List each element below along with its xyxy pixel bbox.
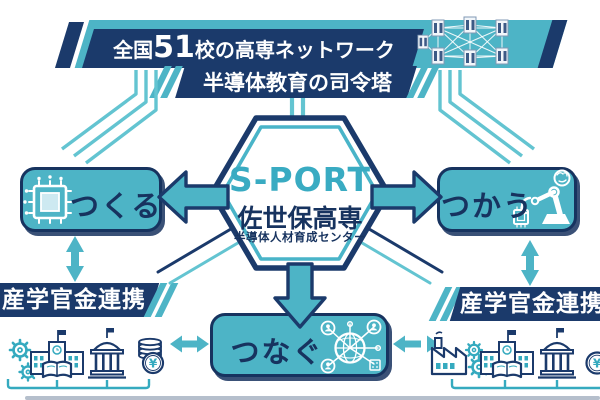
yen-coins-icon: ¥: [138, 337, 165, 375]
icon-bracket-lines: [6, 379, 600, 390]
bottom-crop-artifact: [25, 396, 600, 400]
sub-banner-title: 半導体教育の司令塔: [203, 71, 392, 95]
globe-network-icon: [320, 319, 382, 374]
school-name: 佐世保高専: [237, 204, 363, 233]
yen-symbol-right: ¥: [593, 357, 600, 371]
partnership-right-label: 産学官金連携: [460, 291, 600, 317]
two-way-arrow-connect-right: [393, 335, 439, 353]
school-icon: [30, 330, 84, 379]
top-banner-text-number: 51: [153, 30, 195, 65]
sport-title: S-PORT: [228, 160, 372, 199]
decorative-stripes: [156, 224, 444, 285]
partnership-left-label: 産学官金連携: [2, 287, 146, 313]
arrow-to-make: [157, 170, 230, 224]
top-banner-text-suffix: 校の高専ネットワーク: [194, 38, 395, 62]
main-arrows: [157, 170, 443, 329]
gears-icon: [8, 338, 38, 382]
school-icon-right: [480, 330, 534, 379]
yen-symbol: ¥: [149, 357, 158, 371]
government-icon-right: [538, 328, 576, 379]
use-label: つかう: [441, 189, 535, 223]
arrow-to-use: [370, 170, 443, 224]
chip-icon: [23, 175, 72, 224]
top-banner-text-prefix: 全国: [113, 38, 154, 62]
person-node-icons: [320, 319, 382, 374]
network-connector-lines: [60, 70, 536, 165]
yen-coin-icon: ¥: [585, 351, 600, 375]
top-banner-title: 全国51校の高専ネットワーク: [92, 27, 416, 69]
connect-label: つなぐ: [230, 335, 324, 369]
kosen-network-icon: [417, 16, 509, 67]
brain-icon: [553, 169, 571, 187]
arrow-to-connect: [273, 262, 327, 329]
two-way-arrows: [66, 236, 539, 353]
building-glyphs: [417, 16, 509, 67]
two-way-arrow-connect-left: [170, 335, 209, 353]
government-icon: [88, 328, 126, 379]
two-way-arrow-use-partnership: [521, 240, 539, 286]
center-caption: 半導体人材育成センター: [234, 230, 366, 244]
robot-arm-icon: [513, 169, 571, 228]
two-way-arrow-make-partnership: [66, 236, 84, 282]
make-label: つくる: [70, 189, 163, 223]
